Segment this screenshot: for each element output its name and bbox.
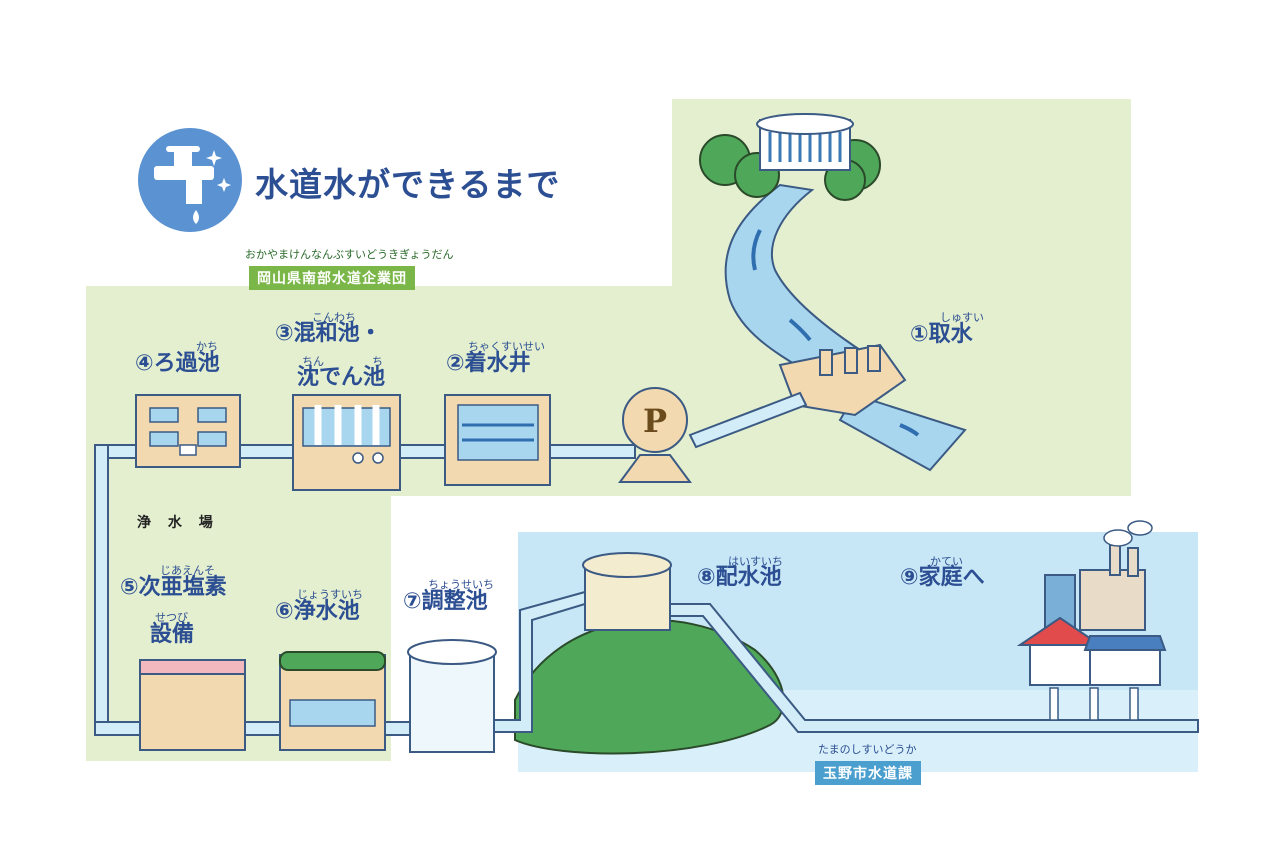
step4-label: ④ろ過池 xyxy=(135,351,220,376)
factory-icon xyxy=(1044,520,1153,631)
green-panel xyxy=(82,95,1135,765)
step5-ruby1: じあえんそ xyxy=(160,564,215,577)
distribution-hill xyxy=(493,552,1199,755)
step9-label: ⑨家庭へ xyxy=(900,565,985,590)
step4-ruby: かち xyxy=(196,340,218,353)
step3-ruby1: こんわち xyxy=(312,311,356,324)
sedimentation-basin xyxy=(292,394,401,491)
plant-label: 浄 水 場 xyxy=(137,515,219,531)
dam-icon xyxy=(699,113,881,201)
step7-label: ⑦調整池 xyxy=(403,589,488,614)
chlorine-facility xyxy=(139,659,246,751)
step5-label1: ⑤次亜塩素 xyxy=(120,575,227,600)
step2-ruby: ちゃくすいせい xyxy=(468,340,545,353)
step7-ruby: ちょうせいち xyxy=(428,578,494,591)
pump-label: P xyxy=(643,402,667,440)
step3-ruby2a: ちん xyxy=(302,355,324,368)
page-title: 水道水ができるまで xyxy=(255,165,561,204)
org-bottom-ruby: たまのしすいどうか xyxy=(818,743,917,756)
step1-ruby: しゅすい xyxy=(940,311,984,324)
org-bottom-badge: 玉野市水道課 xyxy=(815,761,921,785)
filter-basin xyxy=(135,394,241,468)
step3-ruby2b: ち xyxy=(372,355,383,368)
step2-label: ②着水井 xyxy=(446,351,531,376)
step5-ruby2: せつび xyxy=(155,611,188,624)
org-top-badge: 岡山県南部水道企業団 xyxy=(249,266,415,290)
step3-label2: 沈でん池 xyxy=(297,365,386,390)
regulating-tank xyxy=(407,639,497,753)
house-icon xyxy=(1016,616,1167,721)
step1-label: ①取水 xyxy=(910,322,973,347)
step8-ruby: はいすいち xyxy=(728,555,783,568)
step8-label: ⑧配水池 xyxy=(697,565,782,590)
receiving-well xyxy=(444,394,551,486)
step9-ruby: かてい xyxy=(930,555,963,568)
step3-label1: ③混和池・ xyxy=(275,321,382,346)
step6-ruby: じょうすいち xyxy=(297,588,363,601)
faucet-icon xyxy=(138,128,242,232)
org-top-ruby: おかやまけんなんぶすいどうきぎょうだん xyxy=(245,248,454,261)
clear-water-reservoir xyxy=(279,651,386,751)
step5-label2: 設備 xyxy=(150,622,195,647)
pump-icon xyxy=(618,387,692,483)
step6-label: ⑥浄水池 xyxy=(275,599,360,624)
